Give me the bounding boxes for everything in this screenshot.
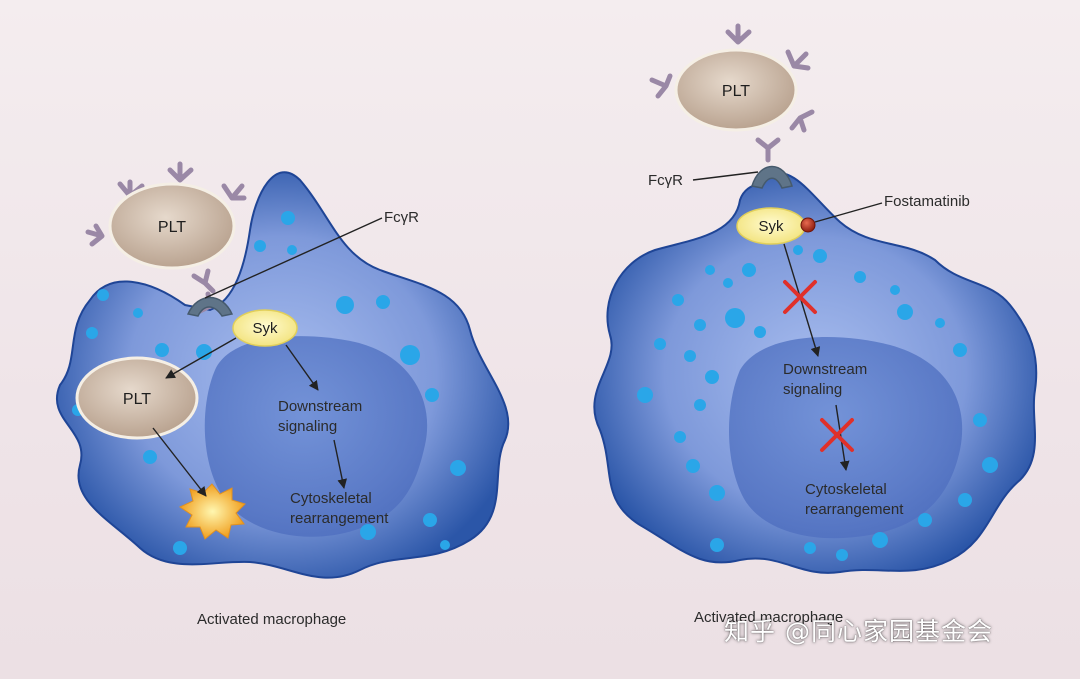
right-inhibition-x-2 <box>820 418 854 452</box>
left-platelet-engulfed-label: PLT <box>123 391 151 408</box>
right-fcgr-leader <box>692 171 759 181</box>
left-cyto-line1: Cytoskeletal <box>290 490 372 507</box>
right-downstream-line2: signaling <box>783 381 842 398</box>
right-caption: Activated macrophage <box>694 609 843 626</box>
left-platelet-bound <box>108 182 236 270</box>
right-fcgr-receptor <box>751 165 793 189</box>
left-caption: Activated macrophage <box>197 611 346 628</box>
watermark: 知乎 @同心家园基金会 <box>724 617 993 646</box>
right-panel: PLT FcγR Syk Fostamatinib Downstream sig… <box>593 23 1038 626</box>
right-downstream-line1: Downstream <box>783 361 867 378</box>
right-vesicles <box>637 245 998 561</box>
right-fostamatinib-drug <box>800 217 816 233</box>
left-platelet-bound-label: PLT <box>158 219 186 236</box>
left-downstream-line2: signaling <box>278 418 337 435</box>
right-antibodies <box>649 23 815 163</box>
left-syk <box>232 309 298 347</box>
right-syk-label: Syk <box>758 218 784 235</box>
left-fcgr-receptor <box>186 296 234 317</box>
right-platelet-label: PLT <box>722 83 750 100</box>
left-burst-icon <box>178 483 246 540</box>
right-fostamatinib-leader <box>814 202 883 223</box>
right-cyto-line1: Cytoskeletal <box>805 481 887 498</box>
left-arrows <box>152 337 347 497</box>
left-panel: PLT FcγR Syk PLT Downstream signaling Cy… <box>56 161 510 628</box>
left-syk-label: Syk <box>252 320 278 337</box>
right-nucleus <box>728 337 963 539</box>
left-downstream-line1: Downstream <box>278 398 362 415</box>
left-cyto-line2: rearrangement <box>290 510 389 527</box>
right-cyto-line2: rearrangement <box>805 501 904 518</box>
right-fostamatinib-label: Fostamatinib <box>884 193 970 210</box>
right-inhibition-x-1 <box>783 280 817 314</box>
right-platelet <box>674 48 798 132</box>
right-fcgr-label: FcγR <box>648 172 683 189</box>
left-fcgr-label: FcγR <box>384 209 419 226</box>
left-nucleus <box>204 336 428 537</box>
left-fcgr-leader <box>204 217 383 299</box>
